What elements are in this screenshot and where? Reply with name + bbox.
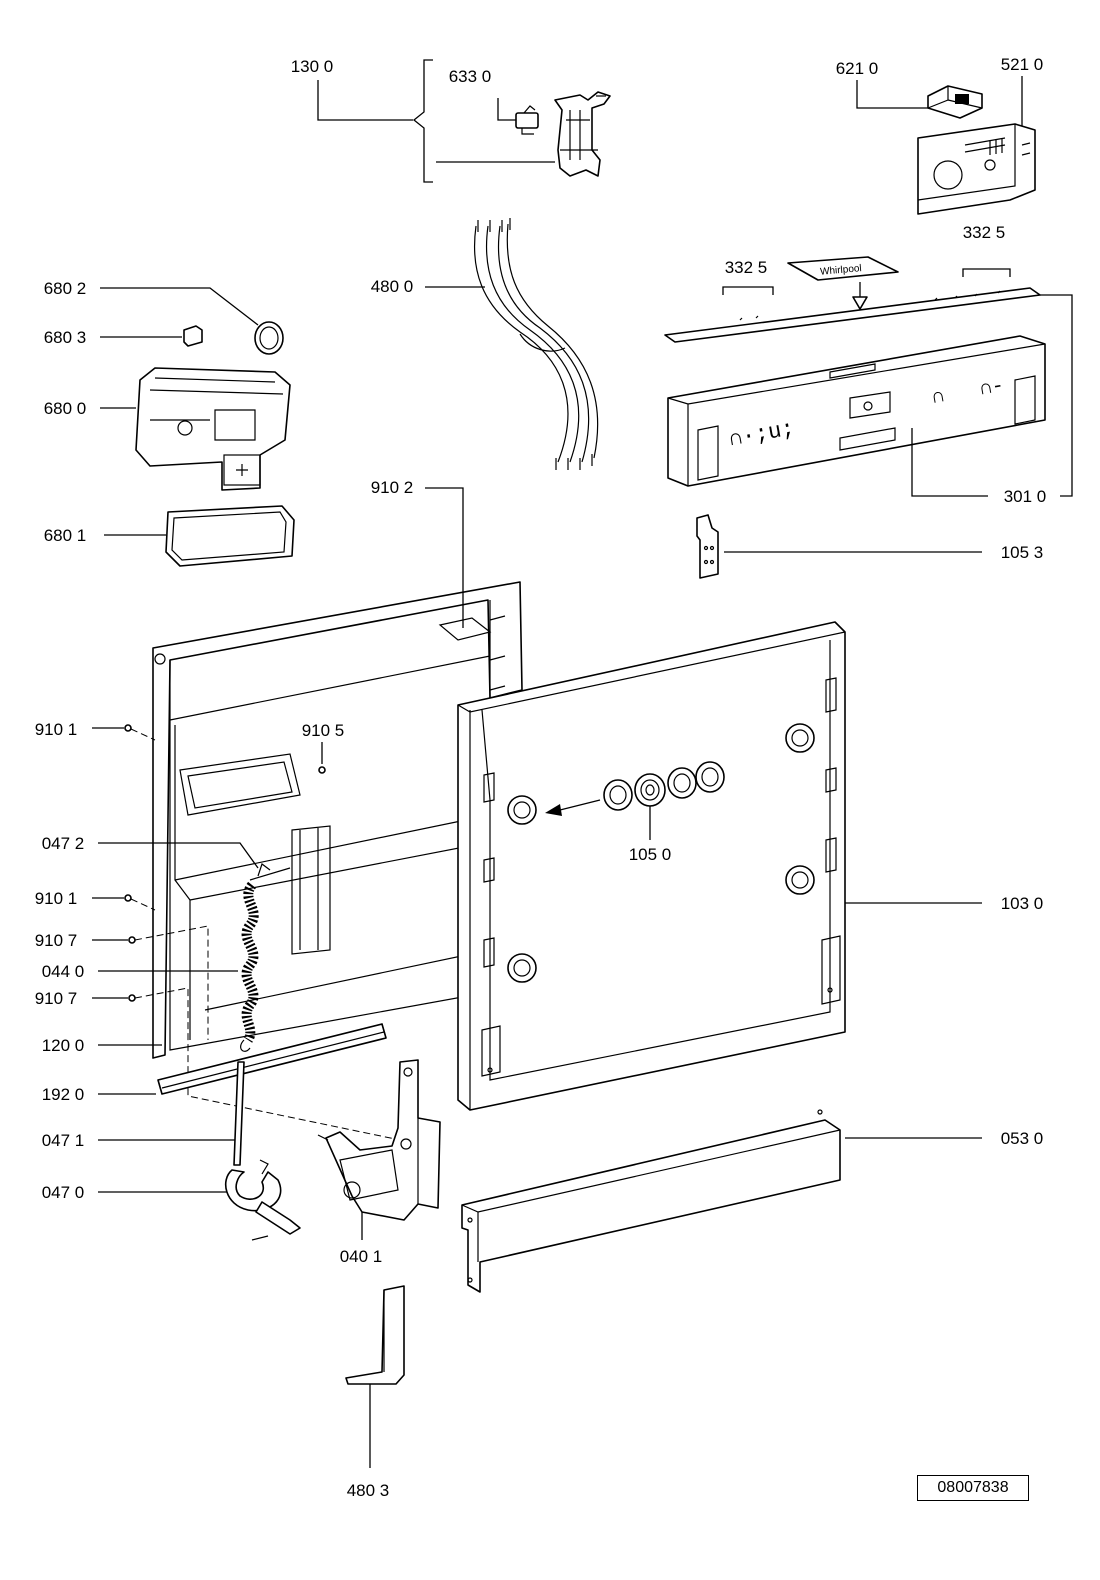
callout-680-0: 680 0 <box>44 399 87 418</box>
callout-680-2: 680 2 <box>44 279 87 298</box>
callout-047-2: 047 2 <box>42 834 85 853</box>
callout-621-0: 621 0 <box>836 59 879 78</box>
panel-glyphs-3: ∩- <box>978 375 1006 402</box>
screw-icon <box>124 724 132 732</box>
callout-910-2: 910 2 <box>371 478 414 497</box>
group-130-0: 130 0 633 0 <box>291 57 611 183</box>
brand-label-part: Whirlpool <box>787 256 899 281</box>
pad-icon <box>785 865 815 895</box>
callout-105-3: 105 3 <box>1001 543 1044 562</box>
callout-910-7-b: 910 7 <box>35 989 78 1008</box>
arrow-icon <box>545 804 562 816</box>
pads-105-0 <box>603 761 725 811</box>
panel-glyphs-2: ∩ <box>930 385 946 410</box>
brand-label-text: Whirlpool <box>820 263 862 278</box>
door-latch-part <box>554 91 611 177</box>
outer-door-103-0: 105 0 103 0 <box>457 621 1044 1111</box>
microswitch-part <box>515 105 539 135</box>
callout-053-0: 053 0 <box>1001 1129 1044 1148</box>
callout-521-0: 521 0 <box>1001 55 1044 74</box>
cable-clip-part <box>224 1159 301 1241</box>
callout-633-0: 633 0 <box>449 67 492 86</box>
bracket-105-3-group: 105 3 <box>696 514 1044 579</box>
hinge-rod-part <box>233 1061 245 1166</box>
control-module-part <box>917 123 1036 215</box>
pad-icon <box>785 723 815 753</box>
bracket-480-3: 480 3 <box>345 1285 405 1500</box>
callout-103-0: 103 0 <box>1001 894 1044 913</box>
pad-icon <box>507 953 537 983</box>
callout-040-1: 040 1 <box>340 1247 383 1266</box>
arrow-icon <box>852 296 868 310</box>
wiring-harness-group: 480 0 <box>371 218 599 470</box>
callout-910-7-a: 910 7 <box>35 931 78 950</box>
hinge-mechanism-part: 040 1 <box>317 1059 441 1266</box>
rail-192-0-part <box>157 1023 387 1095</box>
panel-strip-part <box>664 287 1041 343</box>
dispenser-group: 680 2 680 3 680 0 680 1 <box>44 279 295 567</box>
control-panel-group: 332 5 332 5 Whirlpool 301 0 ∩·;u; ∩ ∩- <box>664 223 1073 506</box>
kick-plate-053-0: 053 0 <box>461 1109 1044 1293</box>
door-callouts-left: 910 1 910 2 910 5 047 2 910 1 910 7 044 … <box>35 478 464 1202</box>
dispenser-gasket-part <box>165 505 295 567</box>
screw-icon <box>128 936 136 944</box>
callout-130-0: 130 0 <box>291 57 334 76</box>
screw-icon <box>128 994 136 1002</box>
selector-switch-part <box>927 85 983 119</box>
callout-120-0: 120 0 <box>42 1036 85 1055</box>
gasket-ring-part <box>254 321 284 355</box>
screw-icon <box>318 766 326 774</box>
pad-icon <box>507 795 537 825</box>
callout-910-1-b: 910 1 <box>35 889 78 908</box>
callout-332-5-left: 332 5 <box>725 258 768 277</box>
callout-105-0: 105 0 <box>629 845 672 864</box>
callout-910-1-a: 910 1 <box>35 720 78 739</box>
callout-480-3: 480 3 <box>347 1481 390 1500</box>
hinge-spring-part <box>240 863 291 1052</box>
callout-910-5: 910 5 <box>302 721 345 740</box>
electronics-group: 621 0 521 0 <box>836 55 1044 215</box>
callout-680-3: 680 3 <box>44 328 87 347</box>
control-panel-part: ∩·;u; ∩ ∩- <box>667 335 1046 487</box>
callout-332-5-right: 332 5 <box>963 223 1006 242</box>
callout-480-0: 480 0 <box>371 277 414 296</box>
dispenser-cap-part <box>183 325 203 347</box>
document-reference: 08007838 <box>917 1475 1029 1501</box>
callout-192-0: 192 0 <box>42 1085 85 1104</box>
callout-680-1: 680 1 <box>44 526 87 545</box>
callout-044-0: 044 0 <box>42 962 85 981</box>
callout-301-0: 301 0 <box>1004 487 1047 506</box>
callout-047-0: 047 0 <box>42 1183 85 1202</box>
dispenser-body-part <box>135 367 291 491</box>
screw-icon <box>124 894 132 902</box>
callout-047-1: 047 1 <box>42 1131 85 1150</box>
